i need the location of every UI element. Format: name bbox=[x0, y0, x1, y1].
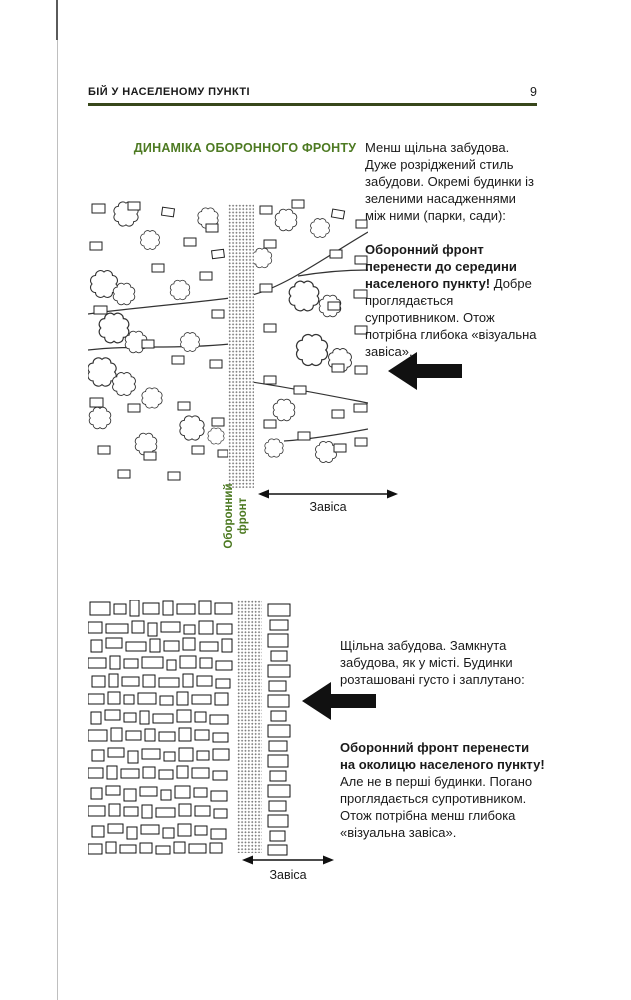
directive-bold: Оборонний фронт перенести на околицю нас… bbox=[340, 740, 545, 772]
directive-bold: Оборонний фронт перенести до середини на… bbox=[365, 242, 517, 291]
page-number: 9 bbox=[530, 85, 537, 99]
pointer-arrow-sparse bbox=[388, 351, 462, 396]
city-blocks bbox=[87, 599, 233, 855]
veil-extent-arrow-sparse bbox=[258, 487, 398, 506]
running-header: БІЙ У НАСЕЛЕНОМУ ПУНКТІ bbox=[88, 86, 250, 98]
defense-front-label-line1: Оборонний bbox=[223, 483, 235, 549]
dense-settlement-map bbox=[87, 599, 291, 856]
defense-front-label: Оборонний фронт bbox=[222, 466, 254, 566]
defense-front-label-line2: фронт bbox=[237, 497, 249, 535]
edge-buildings bbox=[267, 603, 291, 856]
header-rule bbox=[88, 103, 537, 106]
double-arrow-icon bbox=[258, 489, 398, 499]
sparse-intro-text: Менш щільна забудова. Дуже розріджений с… bbox=[365, 139, 538, 224]
page-edge-line bbox=[57, 0, 58, 1000]
dense-intro-text: Щільна забудова. Замкнута забудова, як у… bbox=[340, 637, 540, 688]
paragraph: Щільна забудова. Замкнута забудова, як у… bbox=[340, 638, 525, 687]
sparse-settlement-diagram bbox=[87, 198, 369, 493]
veil-extent-arrow-dense bbox=[242, 853, 334, 872]
crop-mark bbox=[56, 0, 58, 40]
buildings bbox=[89, 199, 368, 481]
directive-rest: Добре проглядається супротивником. Отож … bbox=[365, 276, 537, 359]
dense-directive-text: Оборонний фронт перенести на околицю нас… bbox=[340, 739, 545, 841]
directive-rest: Але не в перші будинки. Погано проглядає… bbox=[340, 774, 533, 840]
veil-label-sparse: Завіса bbox=[309, 500, 347, 514]
left-arrow-icon bbox=[388, 352, 462, 390]
dense-settlement-diagram bbox=[87, 599, 303, 858]
sparse-settlement-map bbox=[87, 199, 369, 481]
paragraph: Менш щільна забудова. Дуже розріджений с… bbox=[365, 140, 534, 223]
veil-label-dense: Завіса bbox=[269, 868, 307, 882]
pointer-arrow-dense bbox=[302, 681, 376, 726]
paragraph: Оборонний фронт перенести до середини на… bbox=[365, 241, 543, 360]
sparse-directive-text: Оборонний фронт перенести до середини на… bbox=[365, 241, 543, 360]
defense-front-strip bbox=[237, 600, 262, 853]
figure-title: ДИНАМІКА ОБОРОННОГО ФРОНТУ bbox=[133, 141, 357, 155]
defense-front-strip bbox=[228, 204, 254, 488]
left-arrow-icon bbox=[302, 682, 376, 720]
paragraph: Оборонний фронт перенести на околицю нас… bbox=[340, 739, 545, 841]
double-arrow-icon bbox=[242, 855, 334, 865]
